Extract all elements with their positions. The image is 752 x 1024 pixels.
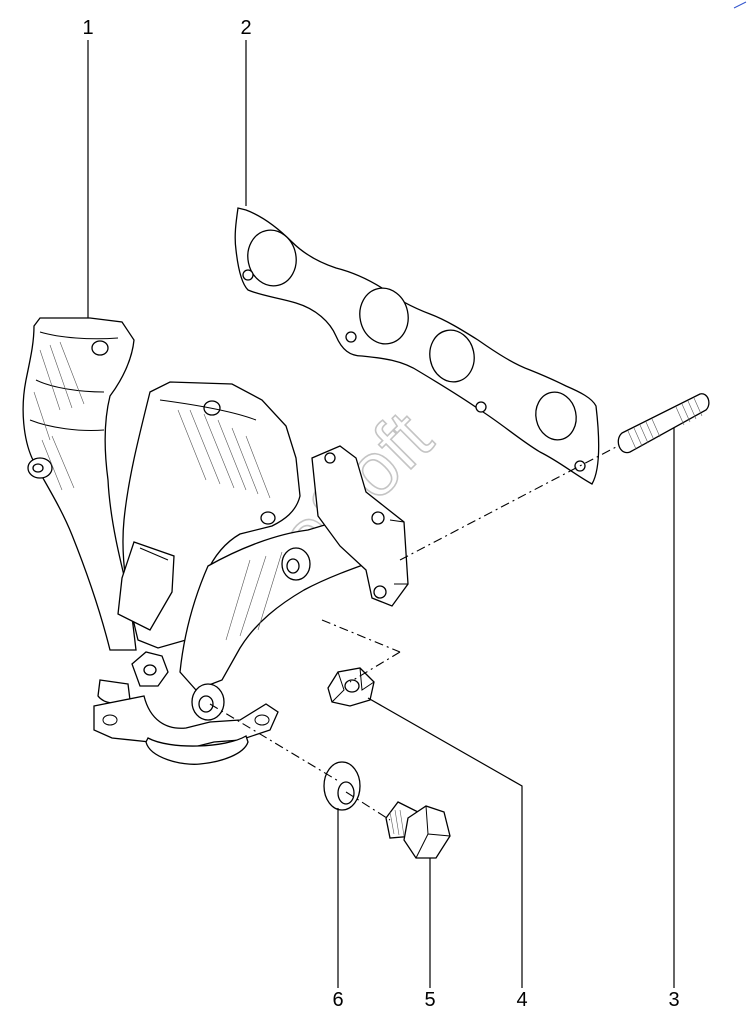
callout-2: 2 <box>240 17 251 39</box>
bolt-part <box>385 801 451 859</box>
washer-part <box>323 761 361 811</box>
callout-6: 6 <box>332 989 343 1011</box>
stud-part <box>617 393 710 454</box>
callout-4: 4 <box>516 989 527 1011</box>
manifold-gasket-part <box>234 207 600 485</box>
callout-1: 1 <box>82 17 93 39</box>
callout-3: 3 <box>668 989 679 1011</box>
exhaust-manifold-part <box>22 317 409 765</box>
callout-labels: 1 2 3 4 5 6 <box>82 17 679 1011</box>
corner-mark <box>733 1 747 9</box>
leader-lines <box>87 40 675 988</box>
alignment-lines <box>209 445 619 821</box>
flange-nut-part <box>327 667 375 707</box>
callout-5: 5 <box>424 989 435 1011</box>
